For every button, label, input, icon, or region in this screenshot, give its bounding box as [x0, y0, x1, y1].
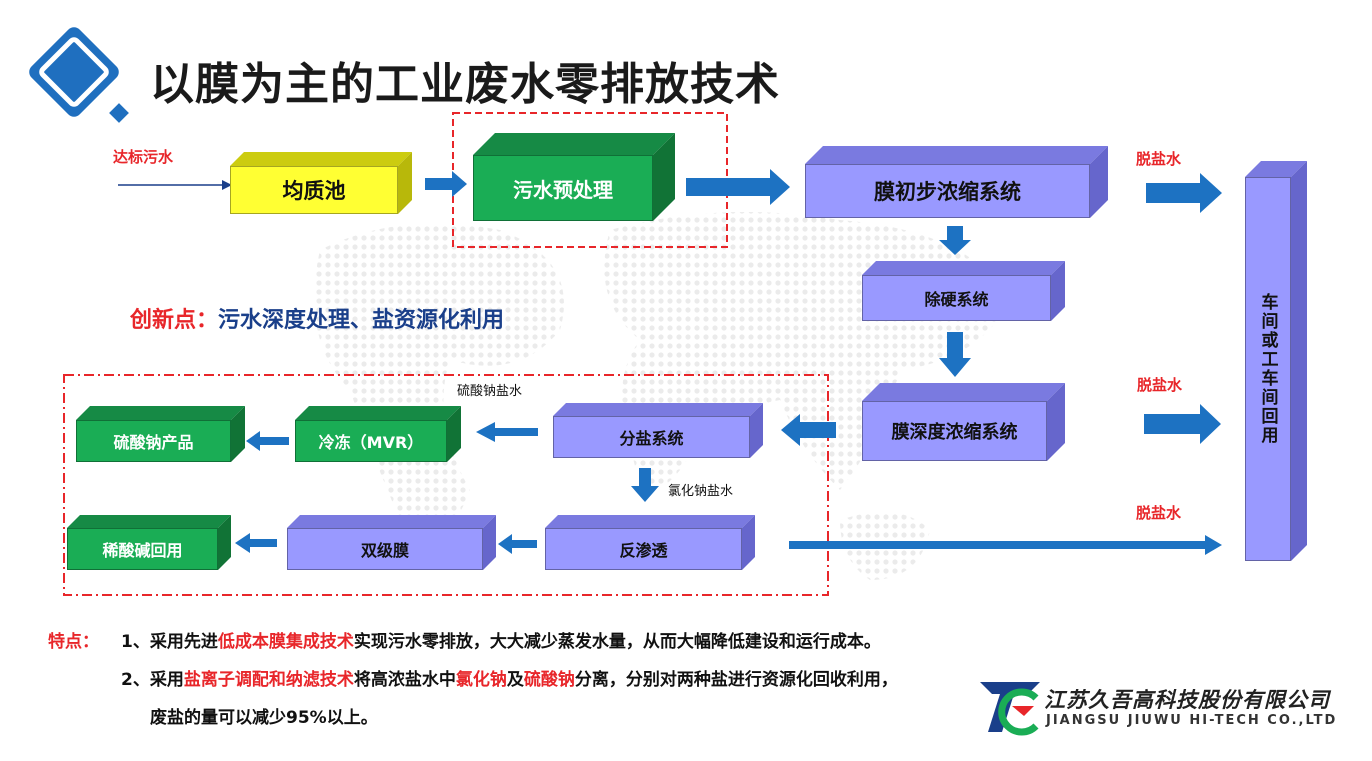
- node-sodium-sulfate-product: 硫酸钠产品: [76, 406, 245, 462]
- company-name-en: JIANGSU JIUWU HI-TECH CO.,LTD: [1046, 713, 1338, 728]
- feature-item-2-line-2: 废盐的量可以减少95%以上。: [150, 708, 378, 728]
- node-sodium-sulfate-product-label: 硫酸钠产品: [76, 420, 231, 462]
- feature-item-2: 2、采用盐离子调配和纳滤技术将高浓盐水中氯化钠及硫酸钠分离，分别对两种盐进行资源…: [121, 665, 898, 690]
- feature-item-1: 1、采用先进低成本膜集成技术实现污水零排放，大大减少蒸发水量，从而大幅降低建设和…: [121, 627, 881, 652]
- arrow-desalted-1: [1146, 173, 1222, 213]
- arrow-equalization-to-pretreatment: [425, 171, 467, 197]
- input-line-arrow: [118, 180, 232, 190]
- node-reuse-label: 车间或工车间回用: [1245, 177, 1291, 561]
- arrow-deep-to-salt-separation: [781, 414, 836, 446]
- node-dilute-acid-base: 稀酸碱回用: [67, 515, 231, 570]
- title-diamond-icon: [29, 27, 129, 123]
- feature-2-highlight-1: 盐离子调配和纳滤技术: [183, 670, 354, 690]
- node-salt-separation-label: 分盐系统: [553, 416, 750, 458]
- sodium-sulfate-brine-label: 硫酸钠盐水: [457, 384, 523, 399]
- arrow-freezing-to-product: [246, 431, 289, 451]
- arrow-salt-separation-to-freezing: [476, 422, 538, 442]
- feature-2-highlight-3: 硫酸钠: [523, 670, 575, 690]
- feature-2-mid-1: 将高浓盐水中: [353, 670, 456, 690]
- arrow-desalted-2: [1144, 404, 1221, 444]
- innovation-label: 创新点：: [130, 308, 219, 333]
- node-dilute-acid-base-label: 稀酸碱回用: [67, 528, 218, 570]
- arrow-pretreatment-to-membrane: [686, 169, 790, 205]
- node-hardness-removal-label: 除硬系统: [862, 275, 1051, 321]
- node-salt-separation: 分盐系统: [553, 403, 763, 458]
- feature-1-highlight: 低成本膜集成技术: [217, 632, 354, 652]
- node-freezing: 冷冻（MVR）: [295, 406, 461, 462]
- feature-1-suffix: 实现污水零排放，大大减少蒸发水量，从而大幅降低建设和运行成本。: [353, 632, 881, 652]
- arrow-ro-to-bipolar: [498, 534, 537, 554]
- arrow-down-to-deep-membrane: [939, 332, 971, 377]
- feature-1-prefix: 1、采用先进: [121, 632, 218, 652]
- arrow-down-to-hardness: [939, 226, 971, 255]
- arrow-down-to-reverse-osmosis: [631, 468, 659, 502]
- company-logo-icon: [980, 682, 1040, 736]
- page-title: 以膜为主的工业废水零排放技术: [150, 59, 780, 110]
- features-label: 特点：: [48, 632, 99, 652]
- arrow-desalted-3: [789, 535, 1222, 555]
- input-label: 达标污水: [113, 148, 174, 166]
- desalted-water-label-1: 脱盐水: [1136, 150, 1182, 168]
- innovation-note: 创新点：污水深度处理、盐资源化利用: [130, 302, 504, 334]
- node-hardness-removal: 除硬系统: [862, 261, 1065, 321]
- node-pretreatment: 污水预处理: [473, 133, 675, 221]
- node-bipolar-membrane-label: 双级膜: [287, 528, 483, 570]
- node-reverse-osmosis: 反渗透: [545, 515, 755, 570]
- node-equalization: 均质池: [230, 152, 412, 214]
- arrow-bipolar-to-acid-base: [235, 533, 277, 553]
- innovation-text: 污水深度处理、盐资源化利用: [218, 308, 505, 333]
- sodium-chloride-brine-label: 氯化钠盐水: [668, 484, 734, 499]
- node-reverse-osmosis-label: 反渗透: [545, 528, 742, 570]
- node-membrane-initial-label: 膜初步浓缩系统: [805, 164, 1090, 218]
- salt-recovery-highlight-frame: [63, 374, 829, 596]
- node-bipolar-membrane: 双级膜: [287, 515, 496, 570]
- desalted-water-label-3: 脱盐水: [1136, 504, 1182, 522]
- feature-2-mid-2: 及: [506, 670, 524, 690]
- node-membrane-deep: 膜深度浓缩系统: [862, 383, 1065, 461]
- node-membrane-initial: 膜初步浓缩系统: [805, 146, 1108, 218]
- node-membrane-deep-label: 膜深度浓缩系统: [862, 401, 1047, 461]
- desalted-water-label-2: 脱盐水: [1137, 376, 1183, 394]
- feature-2-suffix: 分离，分别对两种盐进行资源化回收利用，: [574, 670, 898, 690]
- node-pretreatment-label: 污水预处理: [473, 155, 653, 221]
- node-equalization-label: 均质池: [230, 166, 398, 214]
- node-reuse: 车间或工车间回用: [1245, 161, 1307, 561]
- feature-2-highlight-2: 氯化钠: [455, 670, 507, 690]
- company-name-cn: 江苏久吾高科技股份有限公司: [1044, 687, 1330, 712]
- feature-2-prefix: 2、采用: [121, 670, 184, 690]
- node-freezing-label: 冷冻（MVR）: [295, 420, 447, 462]
